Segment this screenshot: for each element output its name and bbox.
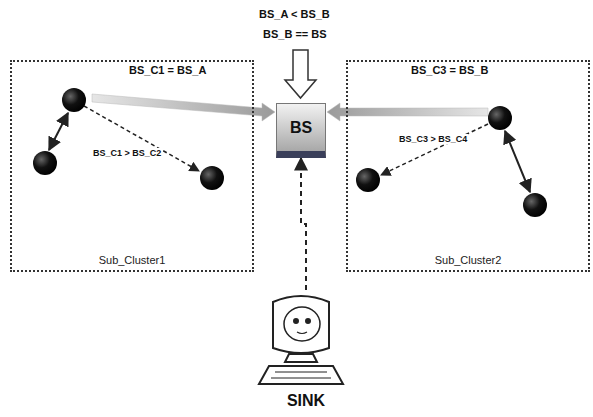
sink-label: SINK [255,392,357,410]
sensor-node [200,166,224,190]
sensor-node [33,151,57,175]
cluster-name: Sub_Cluster1 [12,254,252,266]
link-bar [92,94,275,121]
condition-label: BS_C3 = BS_B [410,64,489,76]
input-arrow [285,50,316,98]
sensor-node [62,88,86,112]
cluster-box: Sub_Cluster2 [346,60,590,272]
condition-label: BS_C3 > BS_C4 [398,134,468,144]
dashed-arrow [84,106,199,171]
base-station-box: BS [276,103,326,158]
dashed-connector [301,158,306,290]
condition-label: BS_C1 = BS_A [128,64,207,76]
sink-icon: SINK [255,290,357,412]
station-label: BS [290,119,312,137]
cluster-box: Sub_Cluster1 [10,60,254,272]
sensor-node [356,168,380,192]
condition-label: BS_A < BS_B [258,8,331,20]
dashed-arrow [381,124,488,175]
double-arrow [505,131,530,192]
cluster-name: Sub_Cluster2 [348,254,588,266]
link-bar [327,103,488,121]
double-arrow [49,113,68,150]
condition-label: BS_C1 > BS_C2 [92,148,162,158]
sensor-node [523,193,547,217]
sensor-node [488,106,512,130]
condition-label: BS_B == BS [262,28,328,40]
